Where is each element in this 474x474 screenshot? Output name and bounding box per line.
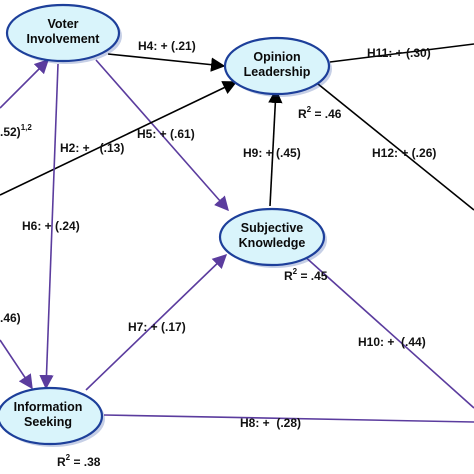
r2-subjective-value: = .45 (297, 269, 328, 283)
node-voter-line1: Voter (47, 17, 78, 31)
node-information-seeking: Information Seeking (0, 386, 105, 447)
label-left-partial-top-sup: 1,2 (21, 123, 33, 132)
label-h6: H6: + (.24) (22, 219, 80, 233)
arrow-h8 (103, 414, 474, 423)
arrow-h7 (85, 254, 228, 391)
label-h9: H9: + (.45) (243, 146, 301, 160)
r2-info-sup: 2 (66, 453, 71, 462)
label-left-partial-top: .52)1,2 (0, 123, 32, 139)
node-opinion-line1: Opinion (253, 50, 300, 64)
arrow-left-to-info (0, 339, 33, 390)
arrow-h2 (0, 81, 238, 196)
arrow-h9 (268, 88, 283, 207)
node-opinion-leadership: Opinion Leadership (223, 36, 332, 97)
arrow-left-to-voter (0, 58, 50, 109)
r2-opinion-sup: 2 (307, 105, 312, 114)
node-subjective-line2: Knowledge (239, 236, 306, 250)
r2-info-prefix: R (57, 455, 66, 469)
arrow-h4 (107, 53, 226, 72)
node-info-line2: Seeking (24, 415, 72, 429)
arrow-h10 (301, 253, 474, 409)
arrow-h11 (329, 43, 474, 63)
node-subjective-knowledge: Subjective Knowledge (218, 207, 327, 268)
node-voter-involvement: Voter Involvement (5, 3, 122, 64)
r2-subjective-sup: 2 (293, 267, 298, 276)
node-voter-line2: Involvement (27, 32, 101, 46)
node-info-line1: Information (14, 400, 83, 414)
label-h2: H2: + (.13) (60, 141, 124, 155)
arrow-h6 (39, 63, 59, 390)
label-h7: H7: + (.17) (128, 320, 186, 334)
node-opinion-line2: Leadership (244, 65, 311, 79)
label-h11: H11: + (.30) (367, 46, 431, 60)
label-h10: H10: + (.44) (358, 335, 426, 349)
r2-info-value: = .38 (70, 455, 101, 469)
label-h12: H12: + (.26) (372, 146, 436, 160)
node-subjective-line1: Subjective (241, 221, 304, 235)
arrow-h12 (317, 83, 474, 211)
label-h4: H4: + (.21) (138, 39, 196, 53)
r2-opinion-value: = .46 (311, 107, 342, 121)
r2-opinion-prefix: R (298, 107, 307, 121)
r2-subjective: R2 = .45 (284, 267, 328, 283)
r2-info: R2 = .38 (57, 453, 101, 469)
label-h8: H8: + (.28) (240, 416, 301, 430)
label-left-partial-top-value: .52) (0, 125, 21, 139)
r2-subjective-prefix: R (284, 269, 293, 283)
arrow-h5 (95, 59, 229, 212)
label-h5: H5: + (.61) (137, 127, 195, 141)
label-left-partial-bottom: .46) (0, 311, 21, 325)
r2-opinion: R2 = .46 (298, 105, 342, 121)
